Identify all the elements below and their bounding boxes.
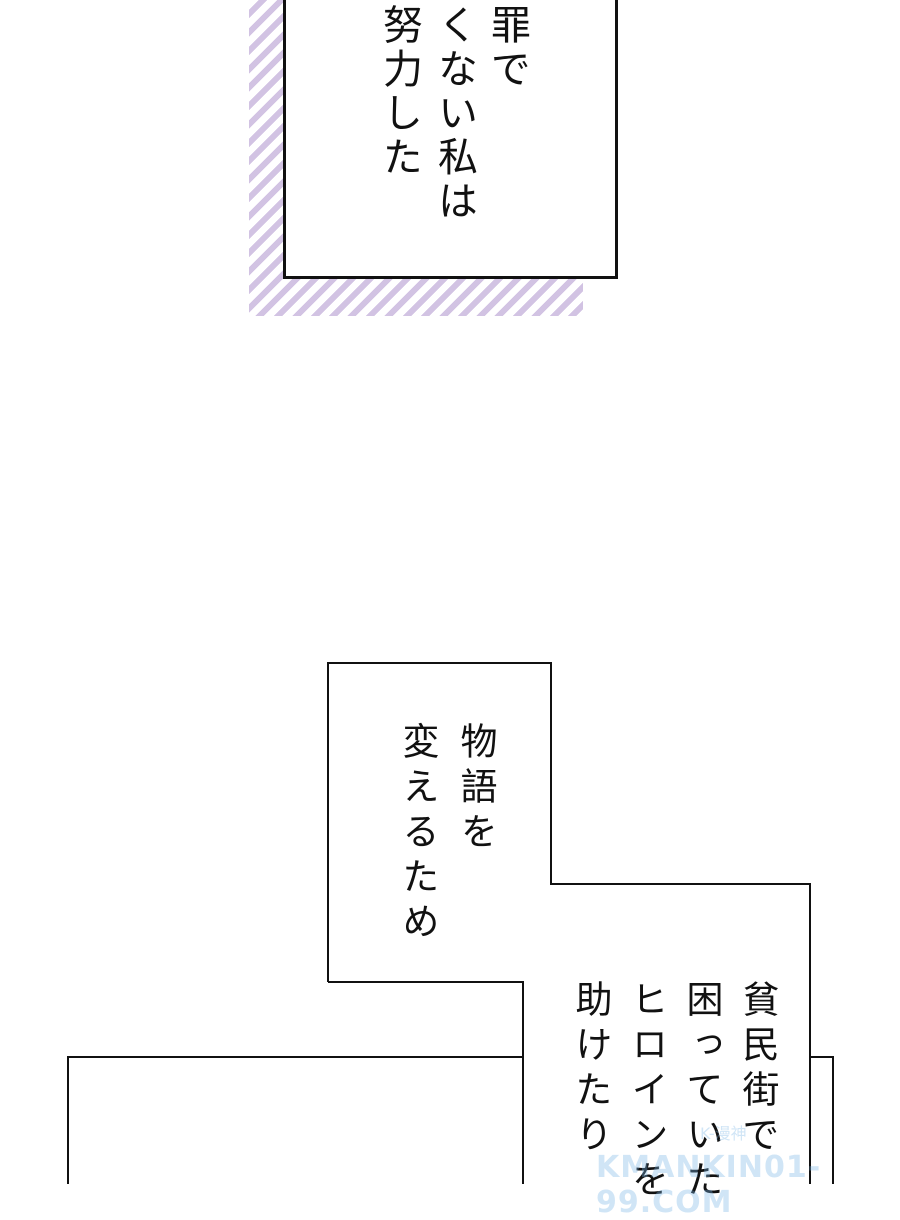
caption-line: 困っていた [680, 980, 723, 1205]
caption-frames [67, 662, 834, 1184]
caption-line: 努力した [376, 4, 422, 180]
caption-line: 助けたり [569, 980, 612, 1160]
caption-line: 罪で [484, 4, 530, 92]
caption-line: ヒロインを [625, 980, 668, 1205]
caption-line: 貧民街で [736, 980, 779, 1160]
caption-line: 物語を [454, 722, 497, 857]
watermark-site: KMANKIN01-99.COM [596, 1150, 822, 1220]
caption-box-1 [283, 0, 618, 279]
caption-line: くない私は [431, 4, 477, 224]
watermark-logo: K-漫神 [700, 1124, 747, 1143]
caption-line: 変えるため [396, 722, 439, 947]
